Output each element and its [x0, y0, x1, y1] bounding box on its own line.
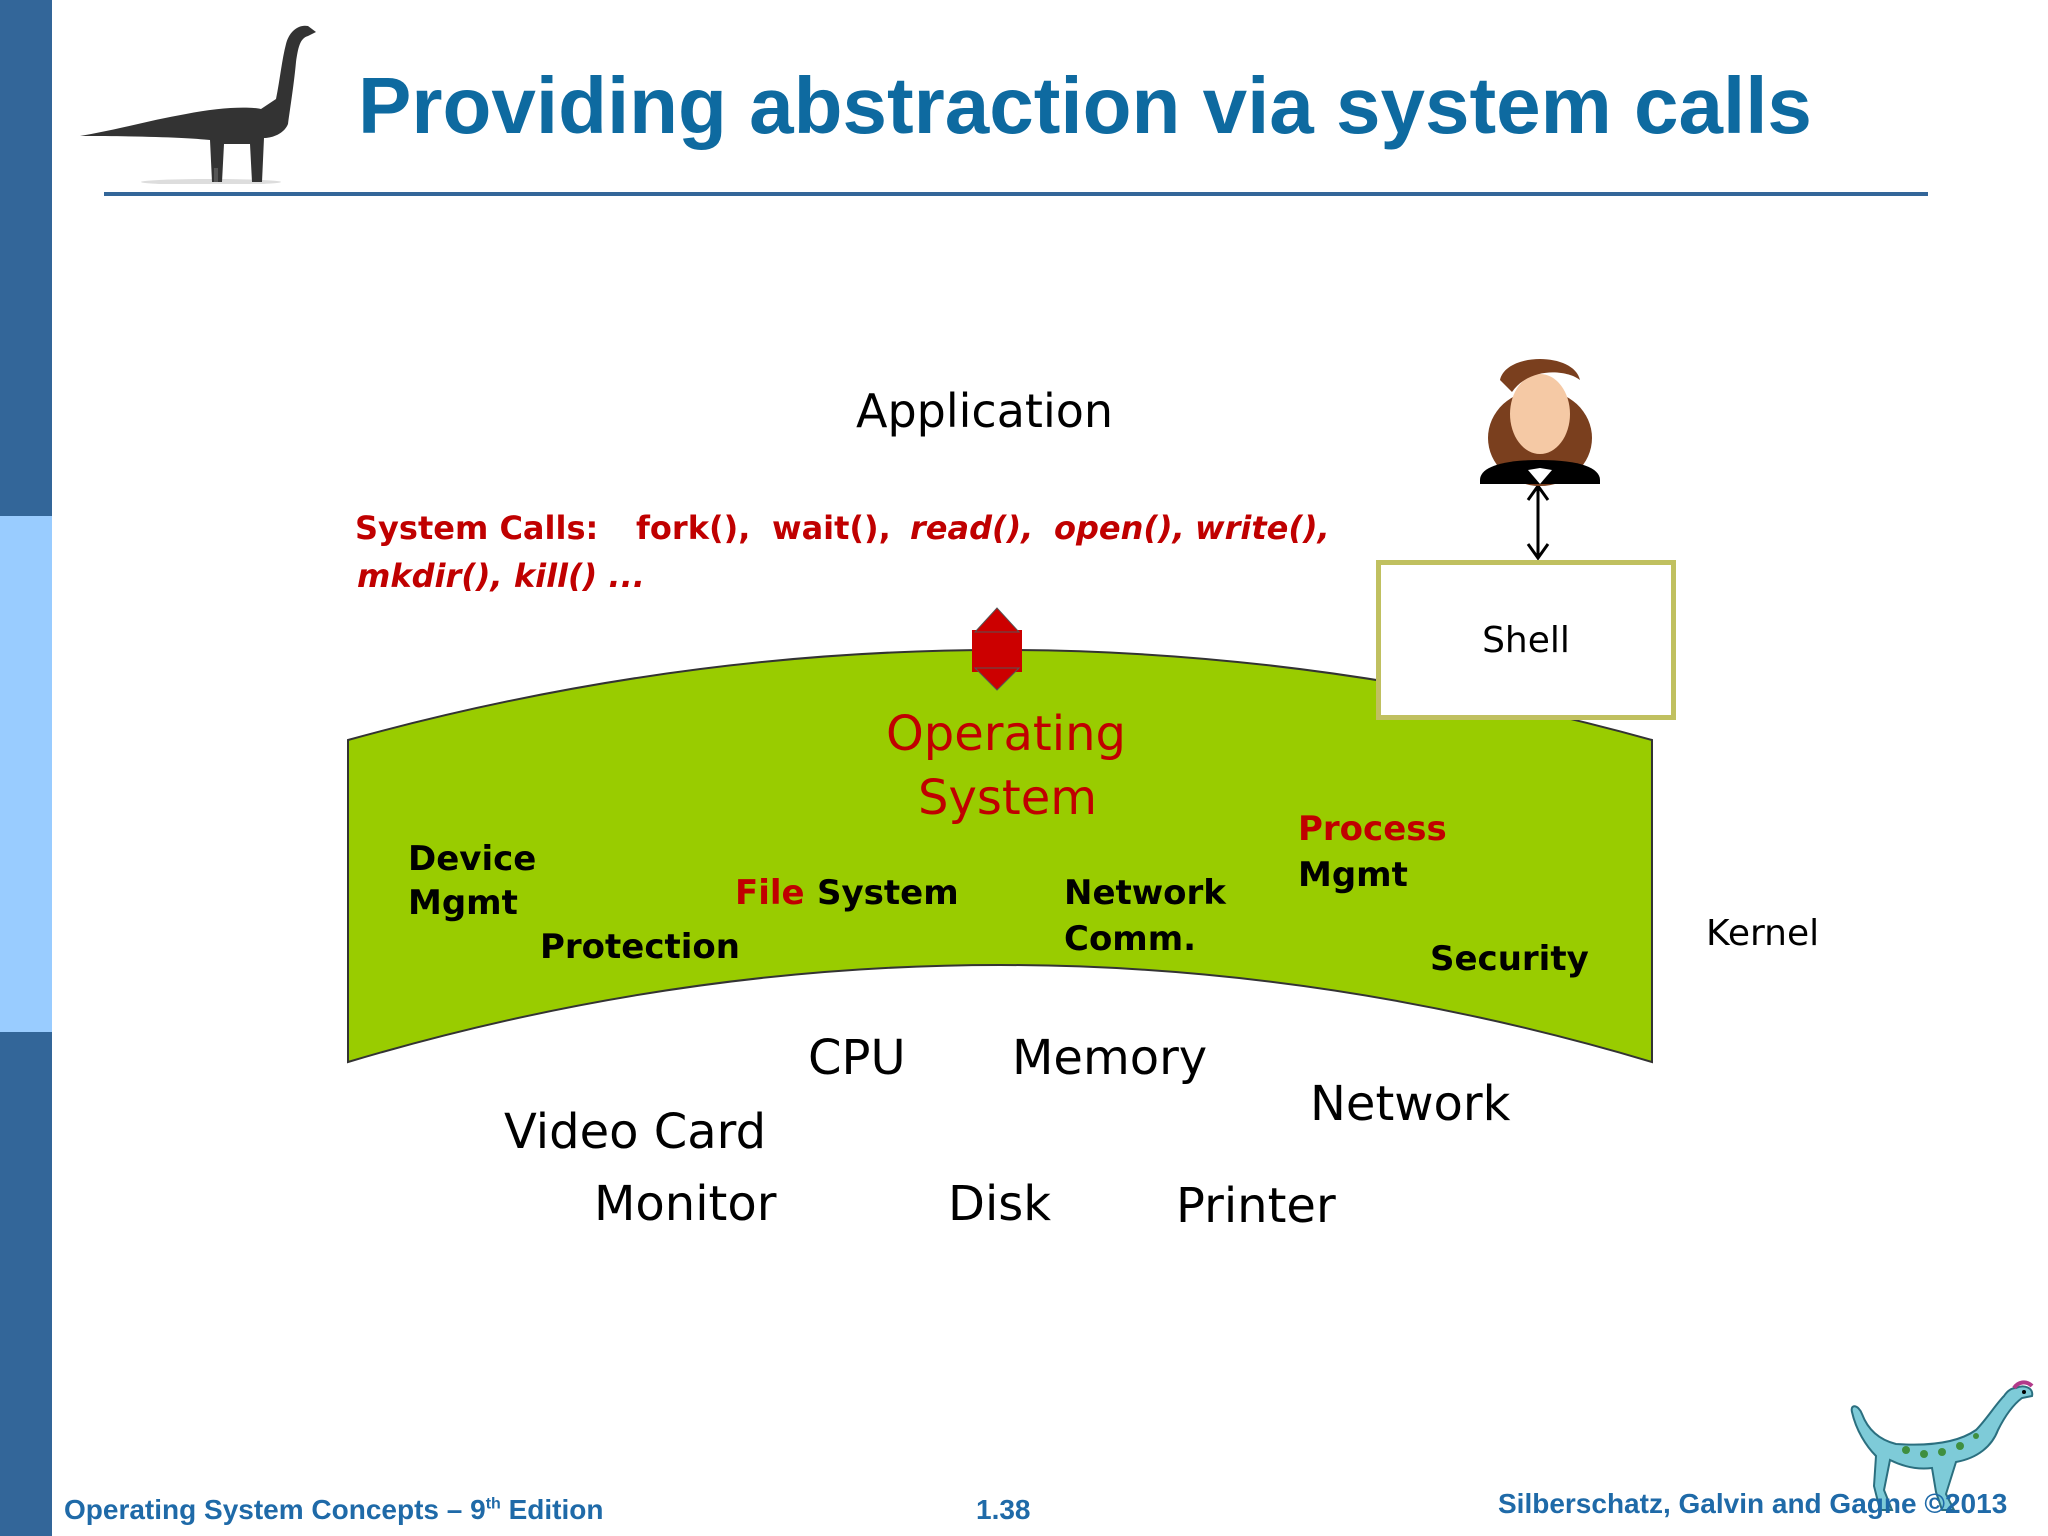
footer-left-end: Edition — [500, 1494, 604, 1525]
shell-box: Shell — [1376, 560, 1676, 720]
hw-cpu: CPU — [808, 1030, 906, 1086]
title-rule — [104, 192, 1928, 196]
hw-memory: Memory — [1012, 1030, 1208, 1086]
sidebar-band-middle — [0, 516, 52, 1032]
sidebar-band-bottom — [0, 1032, 52, 1536]
footer-left-main: Operating System Concepts – 9 — [64, 1494, 486, 1525]
dinosaur-icon — [1850, 1380, 2034, 1511]
syscall-open: open(), — [1054, 509, 1185, 547]
module-process-line2: Mgmt — [1298, 855, 1408, 895]
module-file-red: File — [735, 873, 805, 913]
module-device-line1: Device — [408, 839, 537, 879]
kernel-label: Kernel — [1706, 913, 1820, 954]
syscall-arrow-icon — [972, 607, 1022, 691]
footer-left-sup: th — [485, 1495, 501, 1513]
syscall-fork: fork(), — [636, 509, 751, 547]
footer-page-number: 1.38 — [976, 1494, 1031, 1525]
hw-monitor: Monitor — [594, 1176, 777, 1232]
hw-printer: Printer — [1176, 1178, 1336, 1234]
system-calls-label: System Calls: — [355, 509, 599, 547]
os-title-line1: Operating — [886, 706, 1126, 762]
application-label: Application — [856, 384, 1114, 438]
syscall-write: write(), — [1195, 509, 1330, 547]
module-file-system: System — [817, 873, 959, 913]
module-process-line1: Process — [1298, 809, 1447, 849]
user-avatar-icon — [1480, 359, 1600, 486]
module-protection: Protection — [540, 927, 740, 967]
module-security: Security — [1430, 939, 1589, 979]
footer-left: Operating System Concepts – 9th Edition — [64, 1494, 603, 1526]
sidebar-band-top — [0, 0, 52, 516]
hw-network: Network — [1310, 1076, 1511, 1132]
syscall-line2: mkdir(), kill() ... — [357, 557, 645, 595]
shell-label: Shell — [1482, 619, 1570, 661]
module-network-line1: Network — [1064, 873, 1226, 913]
page-title: Providing abstraction via system calls — [358, 61, 1812, 150]
module-network-line2: Comm. — [1064, 919, 1197, 959]
syscall-wait: wait(), — [772, 509, 891, 547]
left-sidebar — [0, 0, 52, 1536]
brachiosaurus-icon — [80, 25, 316, 184]
hw-disk: Disk — [948, 1176, 1052, 1232]
os-title-line2: System — [918, 770, 1097, 826]
hw-video-card: Video Card — [504, 1104, 767, 1160]
footer-right: Silberschatz, Galvin and Gagne ©2013 — [1498, 1488, 2008, 1519]
syscall-read: read(), — [910, 509, 1034, 547]
shell-user-arrow-icon — [1526, 483, 1550, 561]
module-device-line2: Mgmt — [408, 883, 518, 923]
os-band — [347, 649, 1653, 1064]
